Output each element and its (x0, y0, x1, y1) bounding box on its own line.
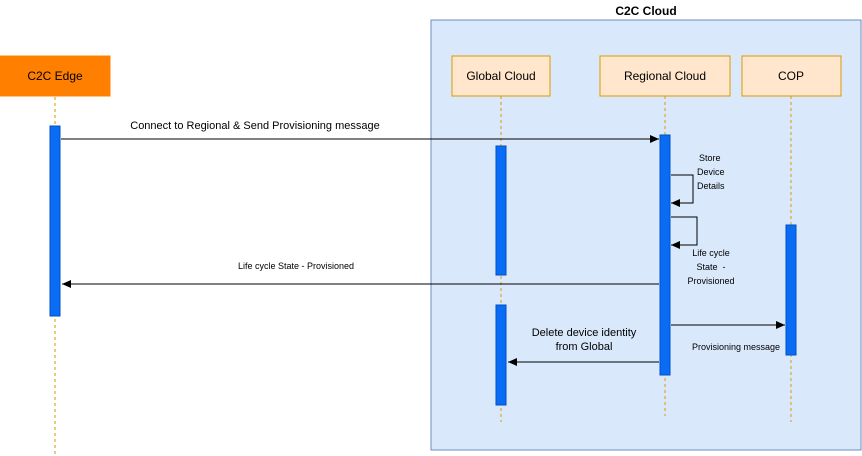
edge-participant-box[interactable] (0, 55, 111, 97)
lifecycle-self-label-line-1: Life cycle (692, 248, 730, 258)
delete-label-line-2: from Global (556, 341, 613, 353)
cop-activation (785, 224, 797, 356)
lifecycle-self-label-line-3: Provisioned (687, 276, 734, 286)
regional-activation (659, 134, 671, 376)
lifecycle-self-arrow (671, 216, 698, 249)
regional-participant-box[interactable] (599, 55, 731, 97)
cop-participant-box[interactable] (741, 55, 842, 97)
edge-participant-label: C2C Edge (27, 69, 83, 83)
store-self-arrow (671, 174, 694, 207)
provisioning-label: Provisioning message (692, 342, 780, 352)
connect-message-label: Connect to Regional & Send Provisioning … (130, 120, 379, 132)
lifecycle-self-label-line-2: State - (696, 262, 725, 272)
cloud-group-title: C2C Cloud (615, 4, 676, 18)
global-participant-label: Global Cloud (466, 69, 535, 83)
edge-activation (49, 125, 61, 317)
lifecycle-return-label: Life cycle State - Provisioned (238, 261, 354, 271)
store-label-line-3: Details (697, 181, 725, 191)
global-participant-box[interactable] (451, 55, 551, 97)
regional-participant-label: Regional Cloud (624, 69, 706, 83)
delete-label-line-1: Delete device identity (532, 327, 637, 339)
store-label-line-2: Device (697, 167, 725, 177)
cop-participant-label: COP (778, 69, 804, 83)
store-label-line-1: Store (699, 153, 721, 163)
global-activation-1 (495, 145, 507, 276)
global-activation-2 (495, 304, 507, 406)
